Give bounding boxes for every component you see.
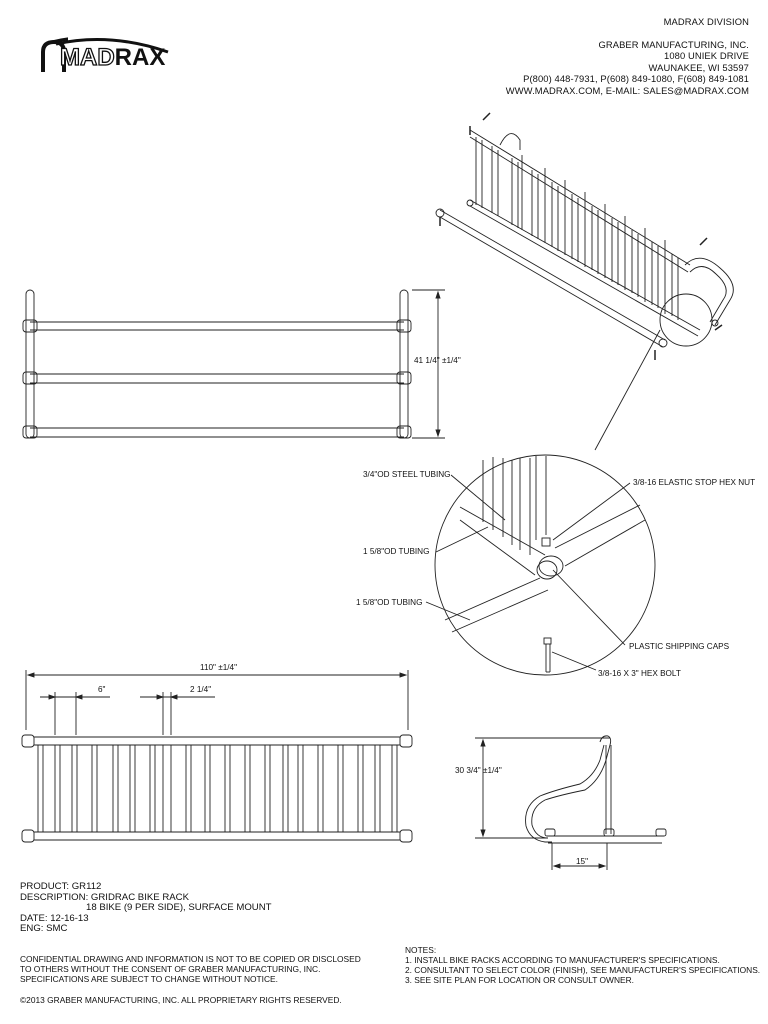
product-date: DATE: 12-16-13 bbox=[20, 912, 89, 924]
company-header: MADRAX DIVISION GRABER MANUFACTURING, IN… bbox=[506, 16, 749, 97]
callout-tubing-1: 1 5/8"OD TUBING bbox=[363, 547, 430, 556]
length-dimension-label: 110" ±1/4" bbox=[200, 663, 238, 672]
depth-dimension-label: 15" bbox=[576, 857, 589, 866]
spacing-dimension-label: 6" bbox=[98, 685, 106, 694]
product-info: PRODUCT: GR112 DESCRIPTION: GRIDRAC BIKE… bbox=[20, 881, 272, 935]
logo-arc bbox=[55, 38, 169, 54]
side-view bbox=[475, 735, 667, 870]
height-dimension-label: 41 1/4" ±1/4" bbox=[414, 356, 461, 365]
plan-bars bbox=[37, 745, 398, 832]
product-description-2: 18 BIKE (9 PER SIDE), SURFACE MOUNT bbox=[86, 902, 272, 914]
division-name: MADRAX DIVISION bbox=[663, 16, 749, 27]
company-city: WAUNAKEE, WI 53597 bbox=[648, 61, 749, 73]
company-phones: P(800) 448-7931, P(608) 849-1080, F(608)… bbox=[523, 73, 749, 85]
isometric-bars bbox=[475, 137, 679, 320]
note-item: 2. CONSULTANT TO SELECT COLOR (FINISH), … bbox=[405, 965, 761, 975]
product-description: DESCRIPTION: GRIDRAC BIKE RACK bbox=[20, 891, 189, 903]
notes-title: NOTES: bbox=[405, 945, 437, 955]
note-item: 1. INSTALL BIKE RACKS ACCORDING TO MANUF… bbox=[405, 955, 720, 965]
logo-wordmark: MADRAX bbox=[59, 43, 166, 72]
confidential-line-2: TO OTHERS WITHOUT THE CONSENT OF GRABER … bbox=[20, 964, 321, 974]
isometric-view bbox=[435, 112, 734, 451]
confidential-notice: CONFIDENTIAL DRAWING AND INFORMATION IS … bbox=[20, 954, 361, 984]
logo-rax: RAX bbox=[114, 44, 166, 71]
callout-hex-bolt: 3/8-16 X 3" HEX BOLT bbox=[598, 669, 681, 678]
callout-shipping-caps: PLASTIC SHIPPING CAPS bbox=[629, 642, 730, 651]
plan-view bbox=[21, 670, 413, 843]
callout-steel-tubing: 3/4"OD STEEL TUBING bbox=[363, 470, 451, 479]
logo-mad: MAD bbox=[59, 43, 115, 71]
gap-dimension-label: 2 1/4" bbox=[190, 685, 212, 694]
side-height-dimension-label: 30 3/4" ±1/4" bbox=[455, 766, 502, 775]
callout-hex-nut: 3/8-16 ELASTIC STOP HEX NUT bbox=[633, 478, 756, 487]
callout-tubing-2: 1 5/8"OD TUBING bbox=[356, 598, 423, 607]
company-address: 1080 UNIEK DRIVE bbox=[664, 50, 749, 62]
product-code: PRODUCT: GR112 bbox=[20, 881, 102, 892]
company-name: GRABER MANUFACTURING, INC. bbox=[598, 38, 749, 50]
detail-view bbox=[425, 454, 656, 676]
copyright-text: ©2013 GRABER MANUFACTURING, INC. ALL PRO… bbox=[20, 995, 342, 1005]
front-view bbox=[22, 289, 445, 439]
madrax-logo-icon bbox=[41, 37, 68, 72]
notes-section: NOTES: 1. INSTALL BIKE RACKS ACCORDING T… bbox=[405, 945, 760, 985]
note-item: 3. SEE SITE PLAN FOR LOCATION OR CONSULT… bbox=[405, 975, 634, 985]
company-web: WWW.MADRAX.COM, E-MAIL: SALES@MADRAX.COM bbox=[505, 84, 749, 96]
confidential-line-3: SPECIFICATIONS ARE SUBJECT TO CHANGE WIT… bbox=[20, 974, 278, 984]
product-engineer: ENG: SMC bbox=[20, 923, 68, 935]
confidential-line-1: CONFIDENTIAL DRAWING AND INFORMATION IS … bbox=[20, 954, 361, 964]
